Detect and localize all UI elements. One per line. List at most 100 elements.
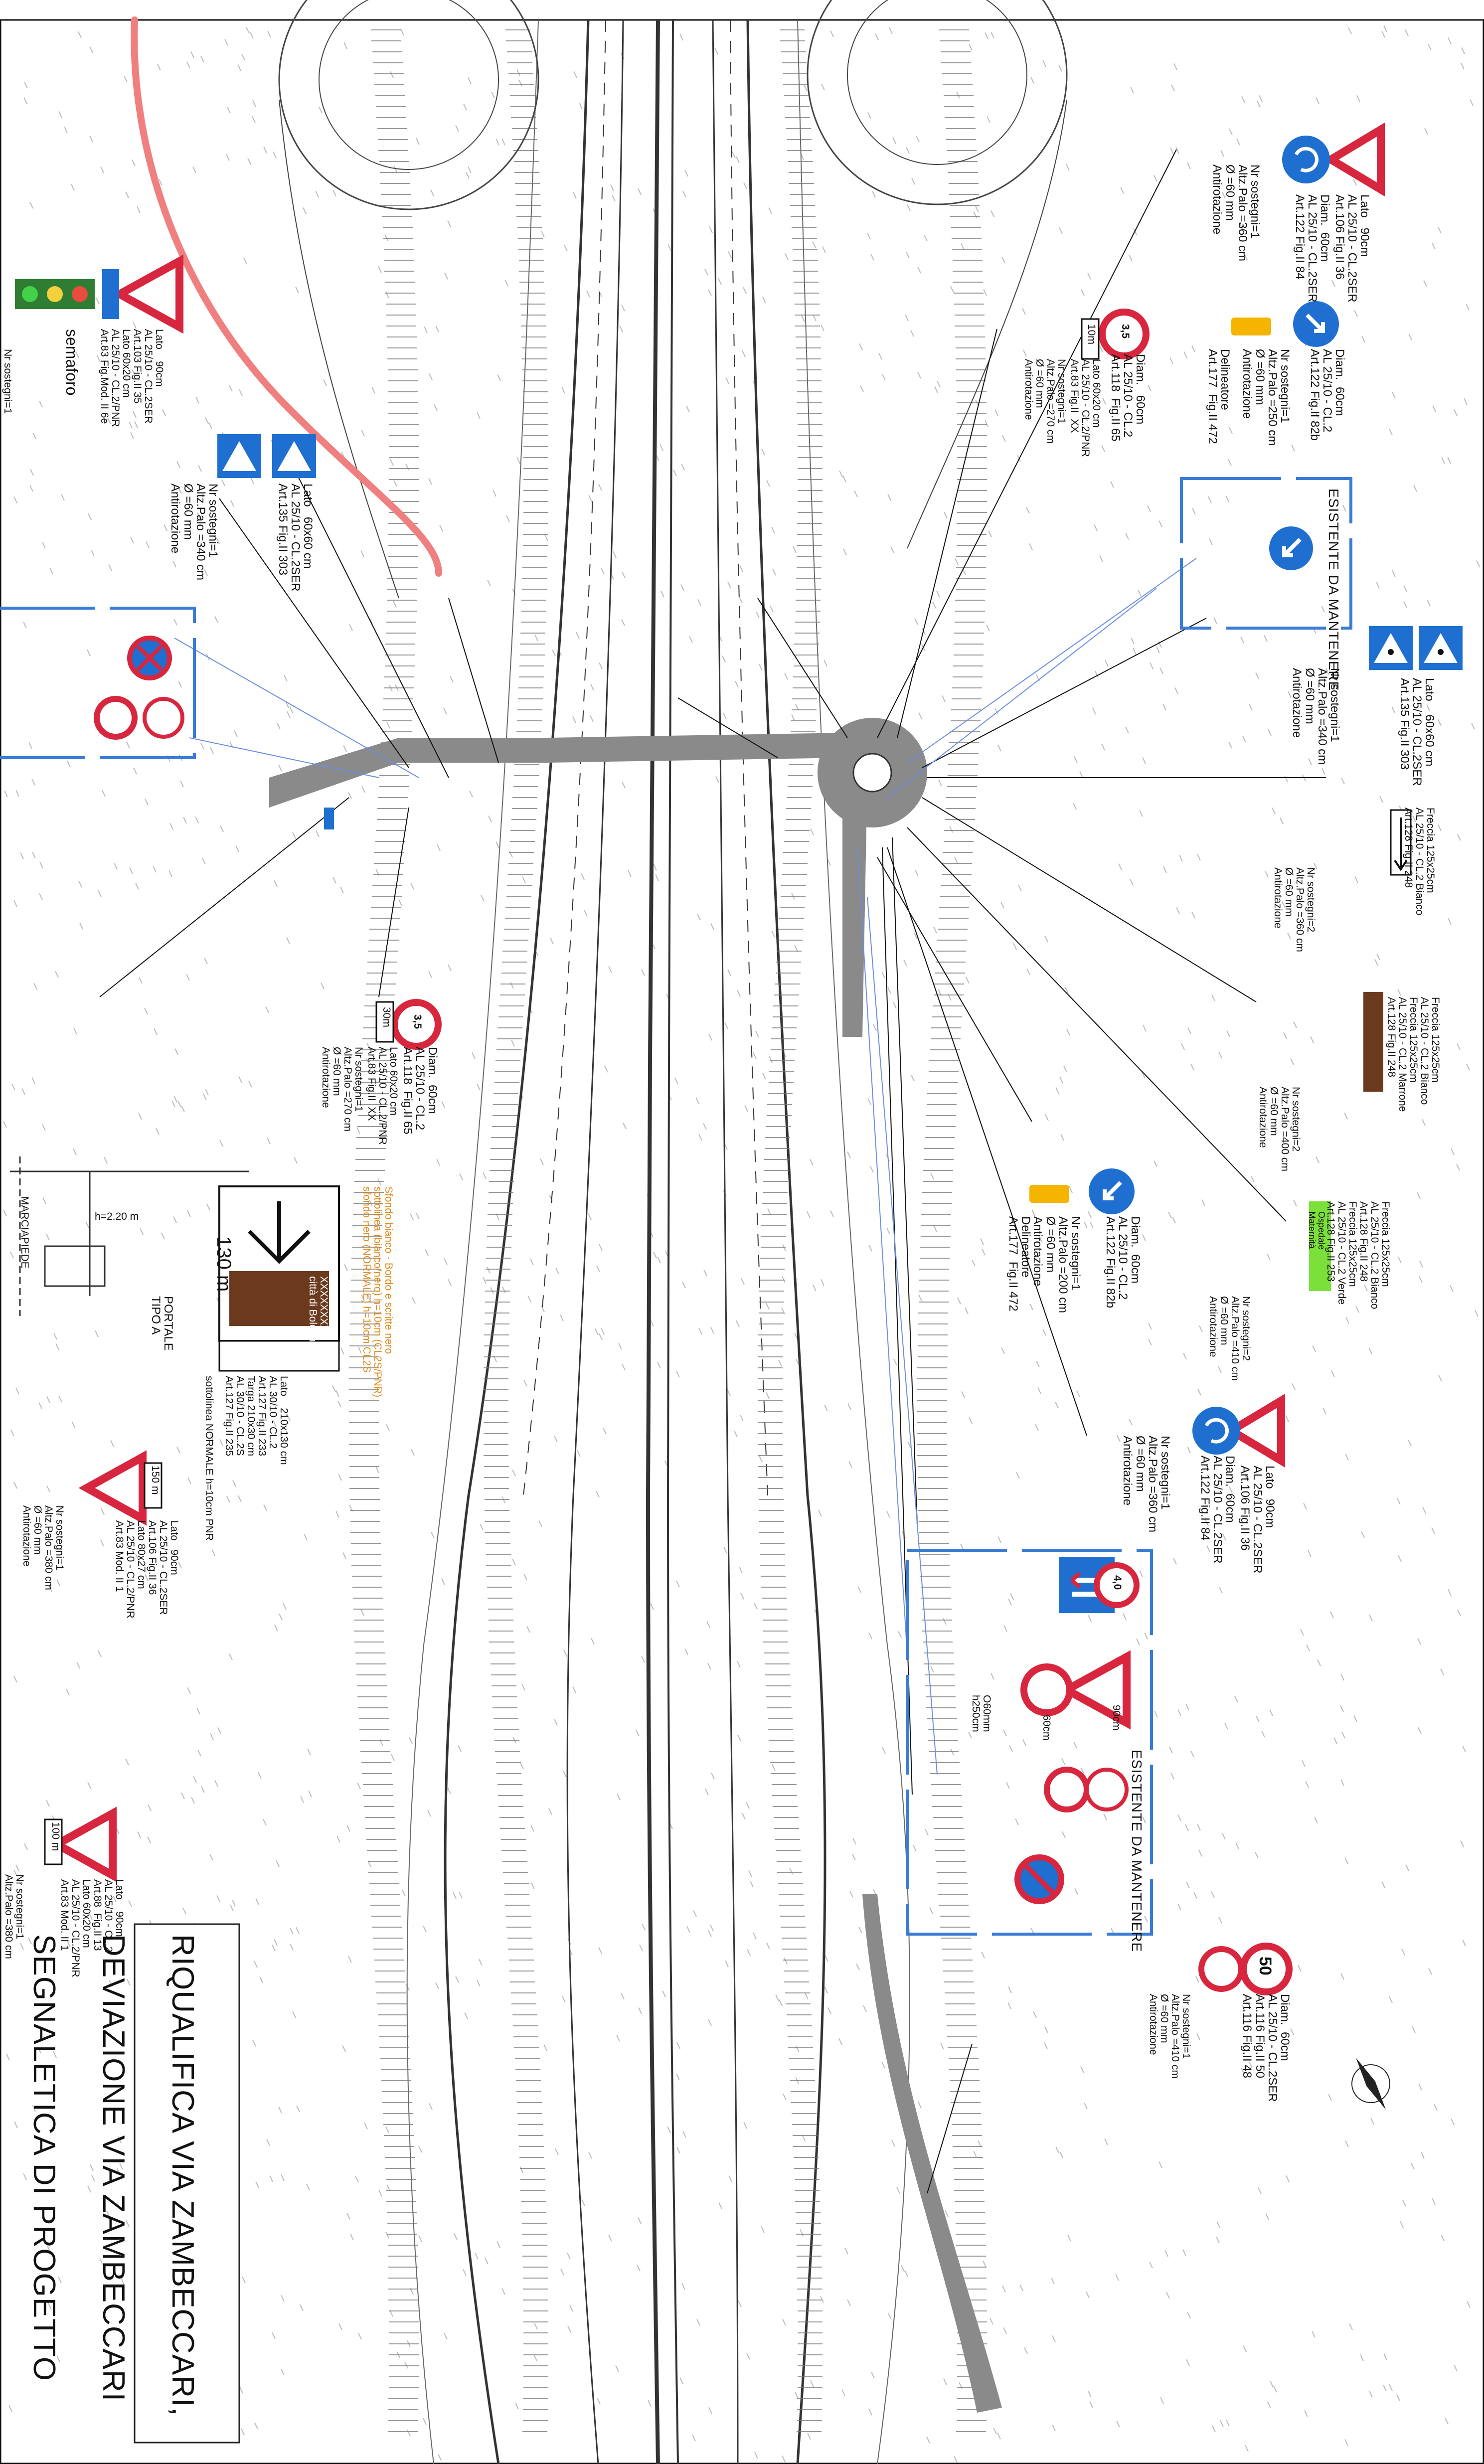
elevation-mark [813,1285,817,1292]
elevation-mark [1066,1029,1070,1036]
elevation-mark [39,401,43,408]
elevation-mark [118,2136,122,2143]
note-mid-keep-right-support: Nr sostegni=1 Altz.Palo =200 cm Ø =60 mm… [1031,1216,1082,1314]
elevation-mark [1321,606,1325,613]
elevation-mark [1166,2292,1170,2299]
elevation-mark [55,971,59,978]
elevation-mark [588,494,592,502]
elevation-mark [1110,481,1114,488]
elevation-mark [124,375,128,382]
elevation-mark [655,874,659,881]
elevation-mark [847,2300,851,2306]
elevation-mark [410,883,414,890]
elevation-mark [308,1791,312,1798]
note-mid-keep-right: Diam. 60cm AL 25/10 - CL.2 Art.122 Fig.I… [1103,1216,1142,1309]
elevation-mark [356,1127,360,1134]
elevation-mark [1208,496,1212,503]
elevation-mark [657,1257,661,1264]
elevation-mark [335,1390,339,1397]
elevation-mark [436,1159,440,1166]
elevation-mark [521,1684,525,1691]
elevation-mark [1398,1555,1402,1562]
elevation-mark [360,550,364,557]
elevation-mark [137,206,141,213]
elevation-mark [1186,2359,1190,2366]
elevation-mark [1001,257,1005,264]
elevation-mark [443,708,447,715]
elevation-mark [1255,1852,1259,1859]
elevation-mark [766,1303,770,1310]
elevation-mark [1044,2026,1048,2033]
elevation-mark [1055,1401,1059,1409]
existing-box-right-top [1180,477,1352,630]
traffic-light-icon [15,279,95,309]
elevation-mark [1105,660,1109,667]
elevation-mark [771,931,775,938]
elevation-mark [350,2234,354,2241]
elevation-mark [708,1930,712,1937]
elevation-mark [746,1802,750,1809]
elevation-mark [795,2392,799,2399]
elevation-mark [660,444,663,451]
elevation-mark [190,51,194,58]
elevation-mark [684,1648,688,1655]
elevation-mark [1374,959,1378,966]
elevation-mark [689,636,693,643]
elevation-mark [601,1328,605,1335]
elevation-mark [1405,29,1409,36]
elevation-mark [1144,1632,1148,1640]
elevation-mark [501,2288,505,2295]
elevation-mark [839,471,843,478]
elevation-mark [978,2140,982,2147]
elevation-mark [1229,129,1233,136]
elevation-mark [501,139,505,146]
note-top-right-tri: Lato 90cm AL 25/10 - CL.2SER Art.106 Fig… [1332,194,1371,303]
elevation-mark [766,1943,770,1950]
elevation-mark [1293,1200,1297,1207]
elevation-mark [468,166,472,173]
elevation-mark [747,1949,751,1956]
elevation-mark [1354,310,1358,317]
elevation-mark [20,852,24,859]
elevation-mark [1148,1323,1152,1330]
elevation-mark [516,69,520,76]
elevation-mark [1206,1545,1210,1552]
elevation-mark [1003,1625,1007,1632]
elevation-mark [20,1943,24,1950]
elevation-mark [577,1450,581,1457]
elevation-mark [1144,1916,1148,1923]
elevation-mark [154,1028,158,1035]
elevation-mark [332,190,336,197]
elevation-mark [1073,803,1077,810]
elevation-mark [390,71,394,78]
elevation-mark [173,619,177,626]
no-overtaking-sign-icon [1198,1946,1244,1992]
elevation-mark [794,945,798,952]
elevation-mark [599,662,603,669]
note-weight-limit-support: Nr sostegni=1 Altz.Palo =270 cm Ø =60 mm… [1022,359,1067,444]
elevation-mark [1081,1767,1085,1775]
elevation-mark [447,220,451,227]
elevation-mark [1183,351,1187,358]
elevation-mark [113,1895,117,1903]
elevation-mark [8,2405,12,2412]
elevation-mark [986,625,990,632]
elevation-mark [459,1892,463,1899]
elevation-mark [695,1097,699,1104]
elevation-mark [1116,2421,1120,2428]
elevation-mark [496,2241,500,2248]
elevation-mark [698,1328,702,1335]
elevation-mark [183,817,187,824]
elevation-mark [153,866,157,873]
elevation-mark [276,1860,280,1867]
elevation-mark [1249,2062,1253,2069]
elevation-mark [411,1449,415,1456]
elevation-mark [818,1509,822,1517]
elevation-mark [1348,27,1352,34]
elevation-mark [891,2140,895,2147]
elevation-mark [599,1333,603,1340]
elevation-mark [697,914,701,921]
elevation-mark [639,1944,643,1952]
elevation-mark [95,1330,99,1337]
elevation-mark [1440,1668,1444,1675]
